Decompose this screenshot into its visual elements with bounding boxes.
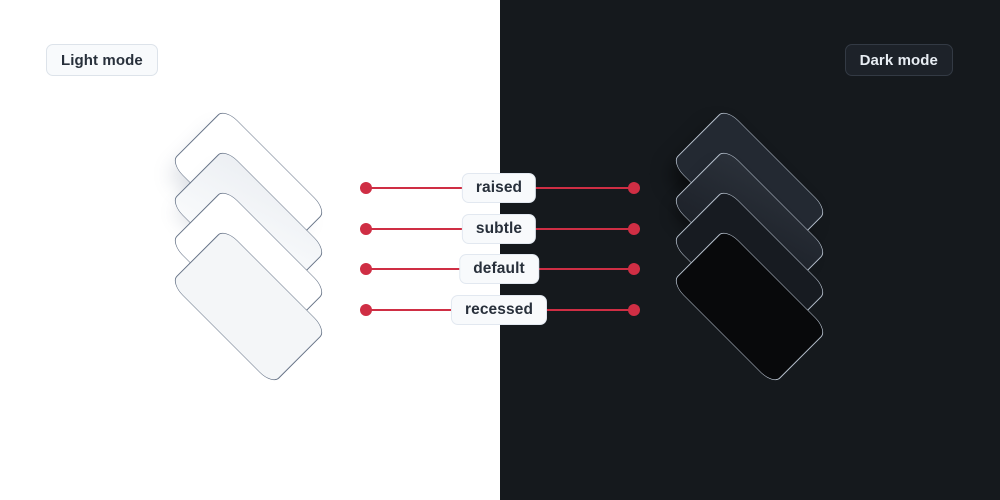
connector-line-left-recessed (366, 308, 455, 312)
layer-label-subtle[interactable]: subtle (461, 214, 537, 244)
connector-line-left-subtle (366, 227, 465, 231)
connector-dot-right-subtle (628, 223, 640, 235)
connector-line-right-subtle (533, 227, 634, 231)
layer-label-raised[interactable]: raised (461, 173, 537, 203)
dark-mode-button[interactable]: Dark mode (844, 44, 953, 76)
connector-dot-right-default (628, 263, 640, 275)
connector-line-left-raised (366, 186, 464, 190)
connector-dot-right-recessed (628, 304, 640, 316)
connector-line-left-default (366, 267, 462, 271)
connector-dot-right-raised (628, 182, 640, 194)
connector-line-right-recessed (543, 308, 634, 312)
layer-label-recessed[interactable]: recessed (450, 295, 548, 325)
layer-label-default[interactable]: default (459, 254, 539, 284)
connector-line-right-raised (534, 186, 634, 190)
connector-line-right-default (536, 267, 634, 271)
light-mode-button[interactable]: Light mode (46, 44, 158, 76)
